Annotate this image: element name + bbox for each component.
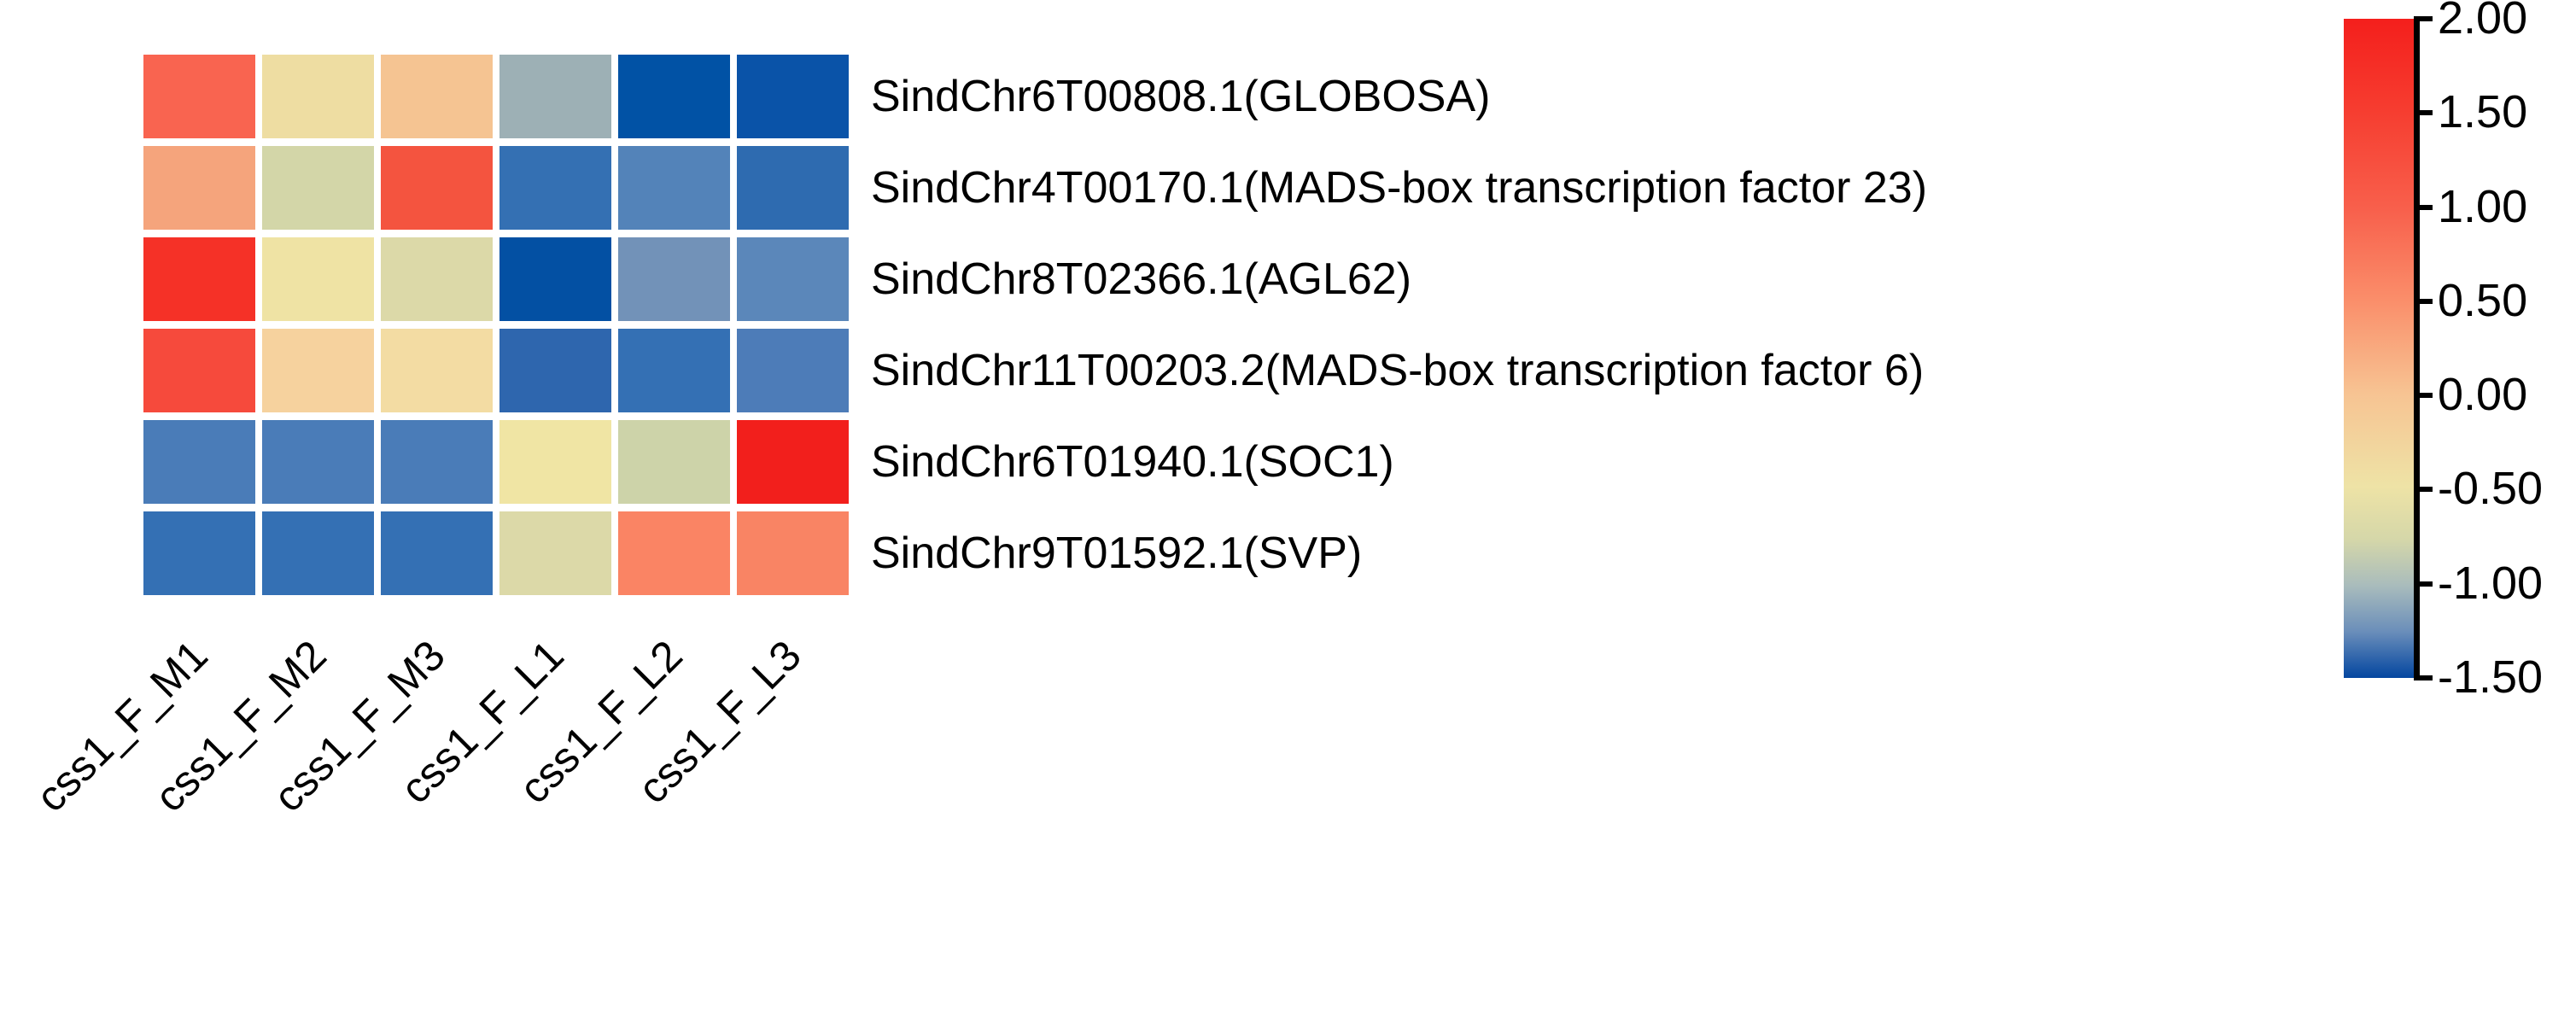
heatmap-cell[interactable] <box>499 55 611 138</box>
heatmap-cell[interactable] <box>618 420 730 504</box>
heatmap-cell[interactable] <box>618 237 730 321</box>
colorbar-tick <box>2414 393 2433 399</box>
heatmap-cell[interactable] <box>381 237 493 321</box>
heatmap-cell[interactable] <box>143 146 255 230</box>
heatmap-cell[interactable] <box>618 329 730 412</box>
heatmap-cell[interactable] <box>499 511 611 595</box>
colorbar-tick-label: 1.50 <box>2438 86 2528 138</box>
heatmap-row <box>143 511 854 595</box>
heatmap-cell[interactable] <box>262 237 374 321</box>
colorbar-tick-label: -1.00 <box>2438 557 2544 609</box>
colorbar-tick-label: 1.00 <box>2438 180 2528 232</box>
heatmap-cell[interactable] <box>737 420 849 504</box>
column-label: css1_F_L2 <box>509 631 692 813</box>
column-label: css1_F_M1 <box>26 631 217 821</box>
heatmap-grid <box>143 55 854 606</box>
colorbar-tick <box>2414 204 2433 210</box>
colorbar: 2.00 1.50 1.00 0.50 0.00 -0.50 -1.00 -1.50 <box>2344 0 2566 703</box>
heatmap-cell[interactable] <box>737 511 849 595</box>
heatmap-cell[interactable] <box>262 511 374 595</box>
heatmap-cell[interactable] <box>381 511 493 595</box>
heatmap-cell[interactable] <box>143 511 255 595</box>
heatmap-cell[interactable] <box>143 237 255 321</box>
heatmap-cell[interactable] <box>499 329 611 412</box>
heatmap-cell[interactable] <box>618 146 730 230</box>
heatmap-cell[interactable] <box>499 420 611 504</box>
heatmap-row <box>143 237 854 321</box>
heatmap-row <box>143 146 854 230</box>
colorbar-tick <box>2414 581 2433 587</box>
colorbar-tick <box>2414 675 2433 680</box>
heatmap-cell[interactable] <box>262 420 374 504</box>
colorbar-tick-label: 0.00 <box>2438 369 2528 421</box>
heatmap-cell[interactable] <box>618 511 730 595</box>
heatmap-cell[interactable] <box>499 237 611 321</box>
row-label: SindChr8T02366.1(AGL62) <box>871 254 1412 304</box>
heatmap-cell[interactable] <box>262 55 374 138</box>
colorbar-tick-label: -1.50 <box>2438 651 2544 703</box>
heatmap-cell[interactable] <box>381 146 493 230</box>
row-label: SindChr9T01592.1(SVP) <box>871 529 1363 578</box>
heatmap-figure: SindChr6T00808.1(GLOBOSA) SindChr4T00170.… <box>26 0 2566 821</box>
heatmap-cell[interactable] <box>499 146 611 230</box>
colorbar-tick-label: -0.50 <box>2438 463 2544 515</box>
column-label: css1_F_M3 <box>263 631 454 821</box>
heatmap-cell[interactable] <box>381 55 493 138</box>
heatmap-cell[interactable] <box>143 329 255 412</box>
heatmap-row <box>143 420 854 504</box>
heatmap-cell[interactable] <box>381 329 493 412</box>
heatmap-cell[interactable] <box>262 329 374 412</box>
colorbar-axis-line <box>2414 19 2420 678</box>
heatmap-cell[interactable] <box>618 55 730 138</box>
colorbar-tick-label: 0.50 <box>2438 274 2528 326</box>
row-label: SindChr11T00203.2(MADS-box transcription… <box>871 346 1925 395</box>
colorbar-gradient <box>2344 19 2414 678</box>
column-label: css1_F_L3 <box>628 631 810 813</box>
heatmap-cell[interactable] <box>381 420 493 504</box>
colorbar-tick <box>2414 298 2433 304</box>
row-label: SindChr6T00808.1(GLOBOSA) <box>871 72 1491 121</box>
heatmap-cell[interactable] <box>737 146 849 230</box>
column-label: css1_F_M2 <box>144 631 336 821</box>
heatmap-row <box>143 329 854 412</box>
colorbar-tick <box>2414 16 2433 21</box>
heatmap-cell[interactable] <box>737 237 849 321</box>
row-label: SindChr6T01940.1(SOC1) <box>871 437 1394 487</box>
heatmap-cell[interactable] <box>262 146 374 230</box>
row-label: SindChr4T00170.1(MADS-box transcription … <box>871 163 1928 213</box>
heatmap-cell[interactable] <box>737 55 849 138</box>
colorbar-tick-label: 2.00 <box>2438 0 2528 44</box>
heatmap-cell[interactable] <box>143 55 255 138</box>
heatmap-cell[interactable] <box>737 329 849 412</box>
column-label: css1_F_L1 <box>390 631 573 813</box>
colorbar-tick <box>2414 487 2433 493</box>
heatmap-row <box>143 55 854 138</box>
colorbar-tick <box>2414 110 2433 116</box>
heatmap-cell[interactable] <box>143 420 255 504</box>
